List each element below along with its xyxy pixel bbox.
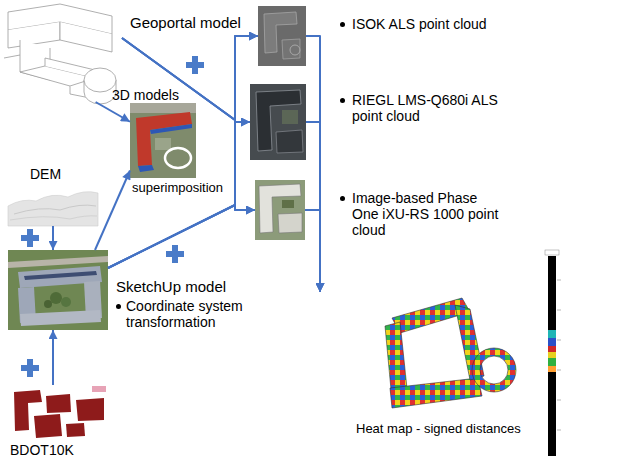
dem-terrain (8, 192, 98, 226)
connector-arrow (96, 102, 130, 122)
connector-arrow (95, 171, 130, 251)
image-node: Image-based Phase One iXU-RS 1000 point … (255, 180, 305, 240)
bullet-dot (340, 196, 345, 201)
connector-arrow (108, 122, 250, 268)
node-label: ISOK ALS point cloud (352, 16, 502, 32)
color-scale-bar (545, 250, 561, 456)
image-node: Geoportal model (2, 2, 122, 102)
heat-map-model (385, 298, 516, 408)
connector-arrow (108, 36, 258, 268)
connector-arrow (306, 122, 320, 292)
node-label: Coordinate system transformation (126, 298, 256, 330)
connector-arrow (306, 36, 320, 292)
connector-arrow (122, 38, 250, 122)
image-node: BDOT10K (8, 385, 108, 441)
connector-arrow (305, 210, 320, 292)
bullet-dot (340, 22, 345, 27)
connector-arrow (108, 205, 255, 268)
image-cloud-image (255, 180, 305, 240)
node-label: Heat map - signed distances (356, 422, 521, 437)
node-label: SketchUp model (116, 278, 226, 295)
isok-cloud-image (258, 6, 306, 66)
node-label: Geoportal model (130, 14, 241, 31)
node-label: superimposition (132, 181, 223, 196)
node-label: DEM (30, 166, 61, 182)
image-node: ISOK ALS point cloud (258, 6, 306, 66)
image-node: SketchUp modelCoordinate system transfor… (8, 250, 108, 330)
bdot-map (8, 385, 108, 441)
wireframe-model (4, 4, 116, 104)
connector-arrow (52, 226, 54, 250)
connector-arrow (52, 330, 54, 385)
node-label: BDOT10K (10, 442, 74, 458)
image-node: RIEGL LMS-Q680i ALS point cloud (250, 84, 306, 160)
riegl-cloud-image (250, 84, 306, 160)
node-label: Image-based Phase One iXU-RS 1000 point … (352, 190, 502, 238)
image-node: 3D modelssuperimposition (130, 103, 196, 178)
image-node: Heat map - signed distances (312, 292, 532, 442)
connector-arrow (122, 36, 258, 120)
sketchup-image (8, 250, 108, 330)
bullet-dot (116, 304, 121, 309)
aerial-3d-model (130, 103, 196, 178)
bullet-dot (340, 98, 345, 103)
node-label: 3D models (112, 87, 179, 103)
node-label: RIEGL LMS-Q680i ALS point cloud (352, 92, 502, 124)
image-node: DEM (8, 188, 98, 226)
